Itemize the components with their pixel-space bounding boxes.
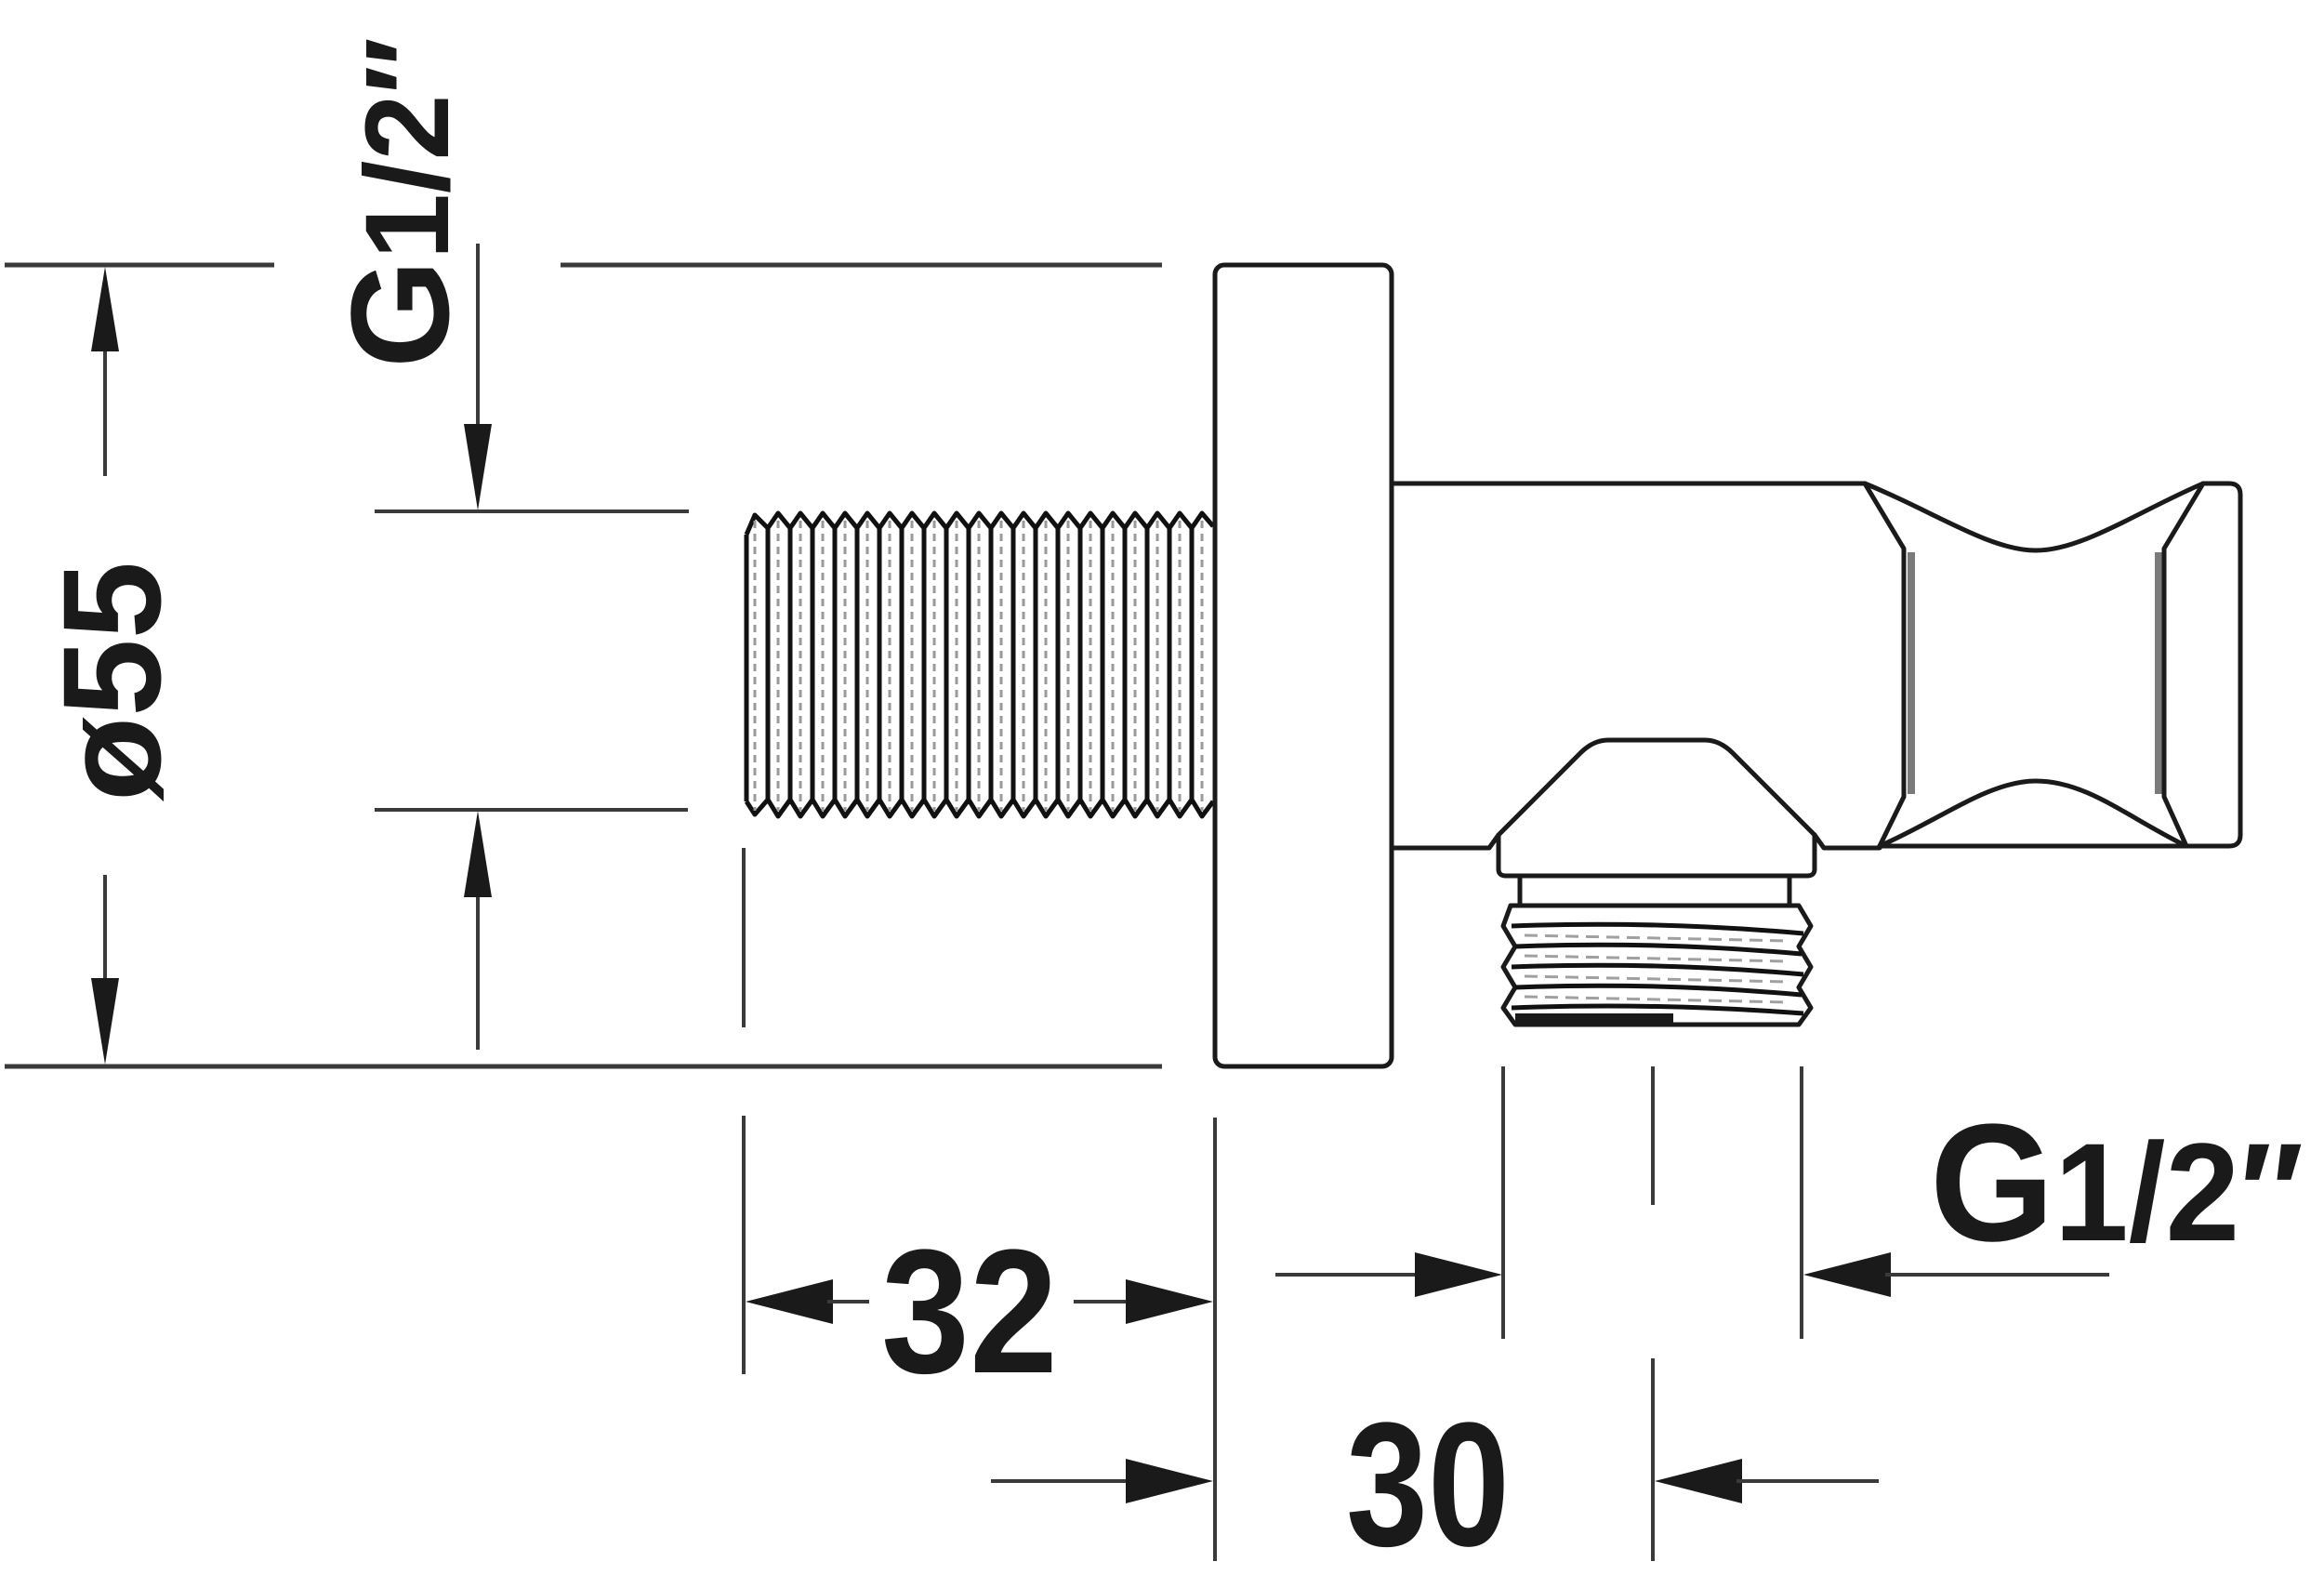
inlet-thread-shading bbox=[753, 521, 1204, 811]
handle-bottom-curve bbox=[1877, 778, 2189, 849]
inlet-thread-top-crests bbox=[744, 510, 1215, 536]
inlet-thread-label-fraction: 1/2″ bbox=[341, 37, 474, 259]
arrow-down-icon bbox=[464, 424, 492, 510]
valve-body bbox=[1389, 481, 1882, 851]
arrow-right-icon bbox=[1126, 1279, 1213, 1324]
valve-handle bbox=[1862, 481, 2243, 849]
outlet-thread-shading bbox=[1524, 933, 1790, 1004]
dimension-flange-diameter: ø55 bbox=[33, 267, 190, 1065]
arrow-left-icon bbox=[746, 1279, 833, 1324]
dimension-outlet-thread: G1/2″ bbox=[1275, 1090, 2304, 1297]
valve-body-bottom-edge-right bbox=[1812, 832, 1882, 851]
arrow-up-icon bbox=[91, 267, 119, 351]
outlet-thread-label-main: G bbox=[1930, 1090, 2054, 1277]
outlet-offset-label: 30 bbox=[1346, 1386, 1510, 1583]
dimension-outlet-offset: 30 bbox=[991, 1386, 1879, 1583]
handle-left-facet bbox=[1862, 481, 1907, 849]
arrow-right-icon bbox=[1415, 1252, 1502, 1297]
outlet-thread bbox=[1500, 903, 1814, 1027]
inlet-length-label: 32 bbox=[881, 1213, 1058, 1410]
arrow-down-icon bbox=[91, 978, 119, 1065]
outlet-neck bbox=[1517, 873, 1792, 908]
reference-lines bbox=[5, 262, 1803, 1561]
valve-body-bottom-edge-left bbox=[1389, 832, 1501, 851]
arrow-left-icon bbox=[1803, 1252, 1891, 1297]
handle-top-curve bbox=[1862, 481, 2206, 553]
inlet-thread-bottom-crests bbox=[744, 797, 1215, 819]
handle-shade-left bbox=[1908, 552, 1915, 794]
dimension-inlet-length: 32 bbox=[746, 1213, 1213, 1410]
inlet-thread-roots bbox=[765, 528, 1195, 800]
inlet-thread-label-main: G bbox=[322, 259, 478, 368]
outlet-thread-base-shadow bbox=[1515, 1013, 1673, 1025]
inlet-thread-label: G1/2″ bbox=[322, 37, 478, 368]
arrow-up-icon bbox=[464, 811, 492, 897]
dimension-inlet-thread: G1/2″ bbox=[322, 37, 492, 1050]
handle-right-facet bbox=[2161, 481, 2206, 849]
outlet-thread-ridges bbox=[1511, 921, 1804, 1016]
flange-rosette bbox=[1212, 262, 1394, 1069]
outlet-nut bbox=[1496, 737, 1817, 908]
handle-shade-right bbox=[2155, 552, 2162, 794]
outlet-thread-label-fraction: 1/2″ bbox=[2054, 1114, 2304, 1270]
outlet-thread-label: G1/2″ bbox=[1930, 1090, 2304, 1277]
outlet-nut-body bbox=[1496, 737, 1817, 879]
arrow-right-icon bbox=[1126, 1459, 1213, 1503]
inlet-thread bbox=[744, 510, 1215, 819]
diameter-label: ø55 bbox=[33, 562, 190, 801]
handle-end-cap bbox=[1877, 481, 2243, 849]
arrow-left-icon bbox=[1655, 1459, 1742, 1503]
